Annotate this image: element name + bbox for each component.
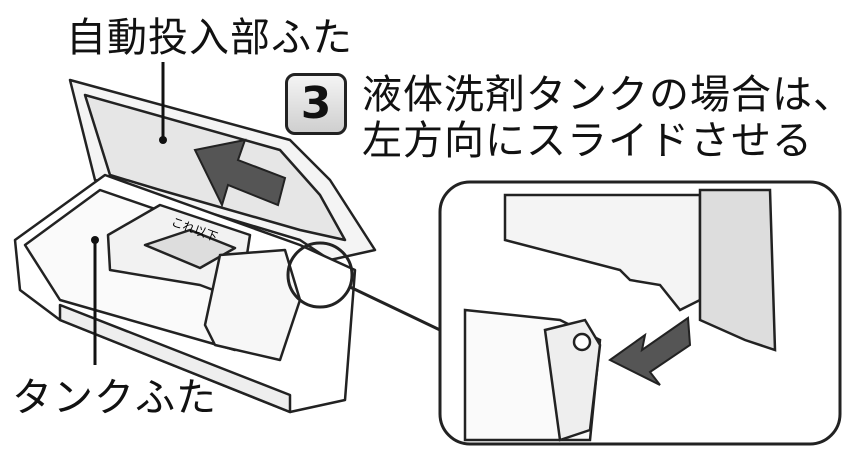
instruction-line-1: 液体洗剤タンクの場合は、 xyxy=(362,72,850,118)
detail-panel xyxy=(438,180,842,446)
auto-dispenser-lid-label: 自動投入部ふた xyxy=(66,15,353,61)
tank-lid-label: タンクふた xyxy=(12,375,217,421)
slide-arrow-large xyxy=(193,138,287,208)
instruction-line-2: 左方向にスライドさせる xyxy=(362,118,813,164)
step-number-badge: 3 xyxy=(285,73,347,135)
zoom-focus-circle xyxy=(286,241,354,309)
slide-arrow-small xyxy=(608,316,692,386)
